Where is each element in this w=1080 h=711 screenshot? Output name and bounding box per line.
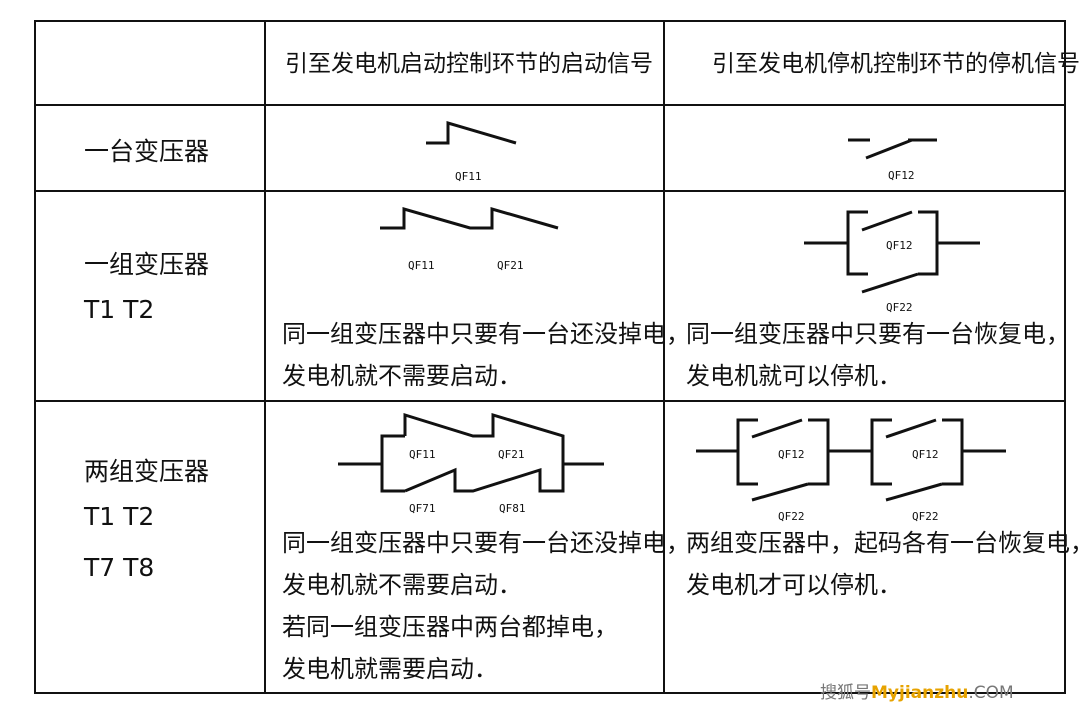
tag-qf12-row1: QF12 <box>888 169 915 182</box>
watermark-prefix: 搜狐号 <box>820 683 871 703</box>
row3-transformers-b: T7 T8 <box>84 553 155 582</box>
row3-start-note-3: 若同一组变压器中两台都掉电， <box>282 613 618 641</box>
watermark: 搜狐号Myjianzhu.COM <box>820 678 1014 703</box>
row2-stop-note-2: 发电机就可以停机． <box>686 362 902 390</box>
row2-label: 一组变压器 <box>84 250 210 279</box>
tag-qf12-row2: QF12 <box>886 239 913 252</box>
watermark-brand: Myjianzhu <box>871 683 969 703</box>
tag-qf11-row3: QF11 <box>409 448 436 461</box>
row3-stop-note-2: 发电机才可以停机． <box>686 571 902 599</box>
row1-label: 一台变压器 <box>84 137 210 166</box>
series-parallel-contacts-row3 <box>338 412 604 493</box>
contact-qf11-row1 <box>426 120 517 145</box>
tag-qf21-row3: QF21 <box>498 448 525 461</box>
tag-qf71-row3: QF71 <box>409 502 436 515</box>
row3-stop-note-1: 两组变压器中，起码各有一台恢复电， <box>686 529 1080 557</box>
row3-label: 两组变压器 <box>84 457 210 486</box>
row3-start-note-4: 发电机就需要启动． <box>282 655 498 683</box>
table-border <box>34 20 1066 694</box>
tag-qf22-row2: QF22 <box>886 301 913 314</box>
tag-qf11-row1: QF11 <box>455 170 482 183</box>
header-start-signal: 引至发电机启动控制环节的启动信号 <box>285 51 653 77</box>
watermark-suffix: .COM <box>968 683 1014 703</box>
series-contacts-qf11-qf21 <box>380 207 559 230</box>
table-grid <box>34 20 1066 694</box>
row3-transformers-a: T1 T2 <box>84 502 155 531</box>
tag-qf22-row3-b: QF22 <box>912 510 939 523</box>
tag-qf12-row3-a: QF12 <box>778 448 805 461</box>
tag-qf11-row2: QF11 <box>408 259 435 272</box>
tag-qf12-row3-b: QF12 <box>912 448 939 461</box>
tag-qf81-row3: QF81 <box>499 502 526 515</box>
contact-qf12-row1 <box>848 138 937 160</box>
parallel-contacts-qf12-qf22 <box>804 210 980 294</box>
row3-start-note-2: 发电机就不需要启动． <box>282 571 522 599</box>
tag-qf21-row2: QF21 <box>497 259 524 272</box>
row3-start-note-1: 同一组变压器中只要有一台还没掉电， <box>282 529 690 557</box>
row2-start-note-1: 同一组变压器中只要有一台还没掉电， <box>282 320 690 348</box>
row2-start-note-2: 发电机就不需要启动． <box>282 362 522 390</box>
tag-qf22-row3-a: QF22 <box>778 510 805 523</box>
header-stop-signal: 引至发电机停机控制环节的停机信号 <box>712 51 1080 77</box>
row2-stop-note-1: 同一组变压器中只要有一台恢复电， <box>686 320 1070 348</box>
row2-transformers: T1 T2 <box>84 295 155 324</box>
parallel-pairs-in-series-row3 <box>696 418 1006 502</box>
